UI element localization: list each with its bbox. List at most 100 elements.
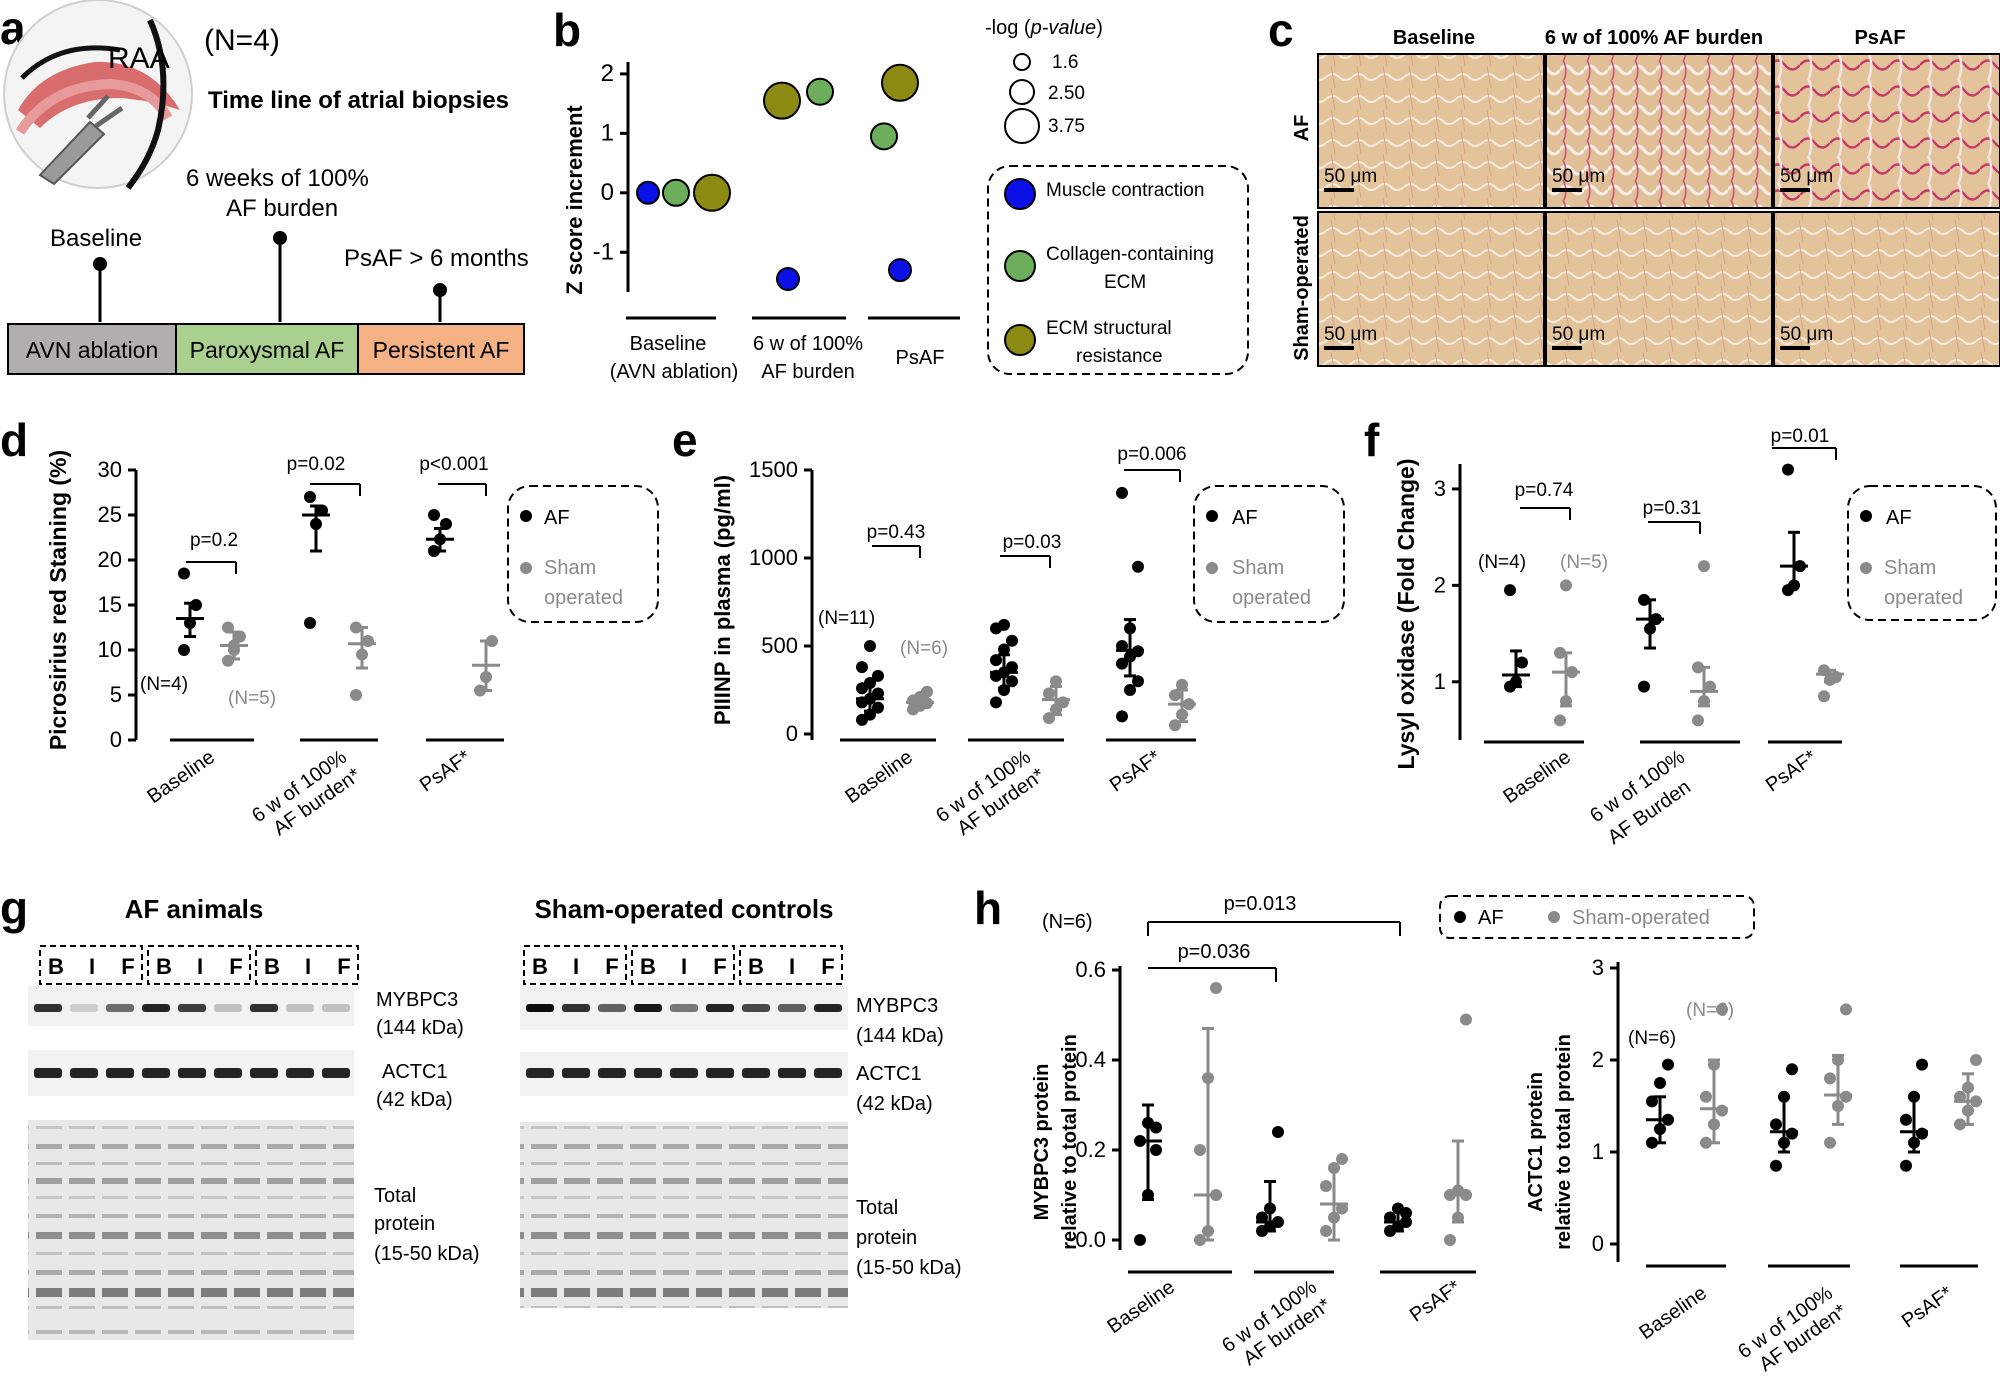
g-left-band-mybpc3: MYBPC3 <box>376 989 458 1011</box>
mybpc3-band <box>286 1004 314 1012</box>
legend-collagen-2: ECM <box>1104 272 1146 293</box>
e-pvalue-2: p=0.03 <box>1003 532 1062 553</box>
e-legend-sham-2: operated <box>1232 587 1311 609</box>
e-legend-af: AF <box>1232 507 1258 529</box>
data-point <box>872 669 884 682</box>
f-legend-sham-dot <box>1860 562 1872 574</box>
scalebar-label: 50 μm <box>1780 324 1833 345</box>
panel-label-f: f <box>1364 414 1380 466</box>
b-group-baseline-1: Baseline <box>630 333 707 355</box>
ytick-label: 0 <box>1592 1231 1604 1256</box>
data-point <box>1900 1113 1912 1126</box>
data-point <box>1716 1003 1728 1016</box>
h-right-n-sham: (N=6) <box>1686 1000 1734 1021</box>
h-legend-sham-dot <box>1548 911 1560 923</box>
b-group-6w-2: AF burden <box>761 361 854 383</box>
f-xgroup-baseline: Baseline <box>1499 746 1574 808</box>
data-point <box>1704 680 1716 693</box>
data-point <box>304 617 316 629</box>
d-xgroup-psaf: PsAF* <box>416 746 475 797</box>
lane-label: B <box>640 954 656 979</box>
bubble <box>870 122 898 151</box>
data-point <box>1638 680 1650 693</box>
marker-baseline-dot <box>93 257 107 271</box>
data-point <box>1132 675 1144 688</box>
f-plot <box>1484 447 1844 744</box>
f-legend-sham-1: Sham <box>1884 557 1936 579</box>
data-point <box>1320 1225 1332 1237</box>
b-group-6w-1: 6 w of 100% <box>753 333 863 355</box>
e-n-sham: (N=6) <box>900 638 948 659</box>
b-yticks: 210-1 <box>593 60 628 265</box>
g-right-total-protein <box>520 1122 848 1308</box>
marker-psaf-dot <box>433 283 447 297</box>
actc1-band <box>598 1068 626 1078</box>
category-legend-box <box>987 165 1249 375</box>
c-row-af: AF <box>1291 115 1313 142</box>
data-point <box>178 567 190 580</box>
lane-label: F <box>229 954 242 979</box>
ytick-label: 2 <box>1434 572 1446 597</box>
h-left-plot <box>1128 982 1476 1274</box>
timeline-title: Time line of atrial biopsies <box>208 87 509 114</box>
mybpc3-band <box>214 1004 242 1012</box>
data-point <box>178 644 190 656</box>
d-legend-sham-2: operated <box>544 587 623 609</box>
segment-avn <box>7 323 177 375</box>
d-pvalue-3: p<0.001 <box>419 454 488 475</box>
f-yticks: 123 <box>1434 476 1460 694</box>
data-point <box>1700 1136 1712 1149</box>
data-point <box>1716 1104 1728 1117</box>
g-right-band-total: Total <box>856 1197 898 1219</box>
n-label-a: (N=4) <box>204 24 280 57</box>
data-point <box>1116 657 1128 670</box>
ytick-label: 0.2 <box>1075 1137 1106 1162</box>
size-legend-title: -log (p-value) <box>985 17 1103 39</box>
ytick-label: 2 <box>601 60 614 87</box>
data-point <box>872 687 884 700</box>
legend-dot-collagen <box>1004 250 1036 282</box>
actc1-band <box>286 1068 314 1078</box>
lane-label: B <box>264 954 280 979</box>
data-point <box>350 689 362 701</box>
data-point <box>190 599 202 611</box>
h-left-ylabel-1: MYBPC3 protein <box>1031 1064 1053 1221</box>
lane-label: I <box>305 954 311 979</box>
h-legend-af-dot <box>1454 911 1466 923</box>
ytick-label: 0.0 <box>1075 1227 1106 1252</box>
scalebar-label: 50 μm <box>1324 324 1377 345</box>
ytick-label: 0 <box>786 721 798 746</box>
f-legend-box <box>1847 485 1997 621</box>
bubble <box>888 258 912 283</box>
panel-label-h: h <box>974 882 1002 934</box>
c-col-psaf: PsAF <box>1854 27 1905 49</box>
ytick-label: 0 <box>110 727 122 752</box>
bubble <box>806 77 834 106</box>
histology-sham-psaf <box>1773 211 2000 367</box>
raa-label: RAA <box>108 42 170 75</box>
lane-group-box <box>739 945 843 985</box>
data-point <box>1169 689 1181 702</box>
e-plot <box>840 469 1196 742</box>
data-point <box>1150 1144 1162 1156</box>
marker-6w-dot <box>273 231 287 245</box>
data-point <box>1320 1180 1332 1192</box>
ytick-label: 25 <box>98 502 122 527</box>
ytick-label: 1000 <box>749 545 798 570</box>
histology-af-psaf <box>1773 53 2000 209</box>
lane-label: I <box>89 954 95 979</box>
d-legend-af-dot <box>520 510 532 522</box>
e-ylabel: PIIINP in plasma (pg/ml) <box>710 475 735 725</box>
mybpc3-band <box>742 1004 770 1012</box>
ytick-label: 10 <box>98 637 122 662</box>
h-legend-box <box>1439 895 1755 939</box>
data-point <box>1916 1127 1928 1140</box>
h-left-yticks: 0.00.20.40.6 <box>1075 957 1120 1252</box>
ytick-label: 500 <box>761 633 798 658</box>
panel-c: c Baseline 6 w of 100% AF burden PsAF AF… <box>1268 4 2000 367</box>
panel-label-d: d <box>0 414 28 466</box>
bubble <box>776 267 800 292</box>
